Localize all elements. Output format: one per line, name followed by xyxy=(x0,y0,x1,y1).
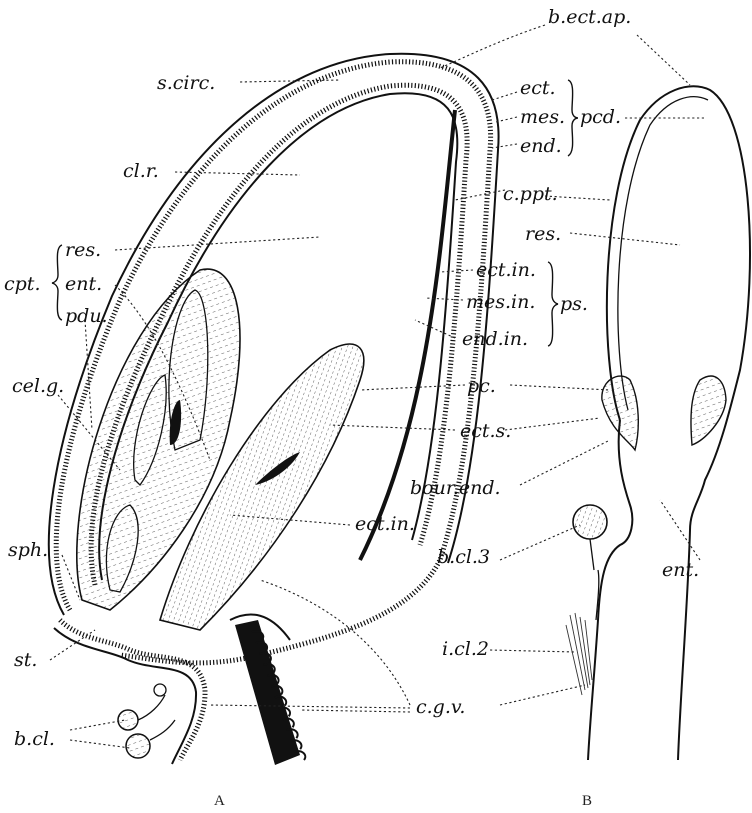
brace-ps xyxy=(548,262,558,346)
label-end: end. xyxy=(520,135,562,157)
label-ect: ect. xyxy=(520,77,556,99)
label-st: st. xyxy=(14,649,37,671)
label-ect-in-2: ect.in. xyxy=(355,513,415,535)
lobe-b-right xyxy=(691,376,726,445)
label-mes: mes. xyxy=(520,106,565,128)
label-res-b: res. xyxy=(525,223,561,245)
panel-label-a: A xyxy=(214,793,225,809)
label-ent-b: ent. xyxy=(662,559,699,581)
comb-structure xyxy=(230,615,300,765)
oval-b-inner xyxy=(618,97,708,410)
label-c-ppt: c.ppt. xyxy=(503,183,558,205)
label-s-circ: s.circ. xyxy=(157,72,215,94)
panel-label-b: B xyxy=(582,793,592,809)
bud-3 xyxy=(154,684,166,696)
label-ect-in: ect.in. xyxy=(476,259,536,281)
label-i-cl-2: i.cl.2 xyxy=(442,638,489,660)
oval-b-left xyxy=(588,420,632,760)
label-cpt: cpt. xyxy=(4,273,40,295)
bud-2 xyxy=(126,734,150,758)
label-end-in: end.in. xyxy=(462,328,528,350)
bud-1 xyxy=(118,710,138,730)
label-b-cl: b.cl. xyxy=(14,728,55,750)
label-cel-g: cel.g. xyxy=(12,375,64,397)
brace-pcd xyxy=(568,80,578,156)
label-sph: sph. xyxy=(8,539,48,561)
bud-b-cl3 xyxy=(573,505,607,539)
label-b-cl-3: b.cl.3 xyxy=(437,546,490,568)
bristle-tuft xyxy=(566,613,592,695)
label-pcd: pcd. xyxy=(580,106,621,128)
label-pdu: pdu. xyxy=(65,305,108,327)
label-mes-in: mes.in. xyxy=(466,291,535,313)
label-ps: ps. xyxy=(560,293,588,315)
label-ect-s: ect.s. xyxy=(460,420,511,442)
bud-stalk xyxy=(138,695,175,740)
label-b-ect-ap: b.ect.ap. xyxy=(548,6,631,28)
brace-cpt xyxy=(52,245,62,320)
bud-b-stalk xyxy=(590,539,599,620)
drawing-a xyxy=(49,54,499,765)
lobe-b-left xyxy=(602,376,638,450)
label-cl-r: cl.r. xyxy=(123,160,159,182)
drawing-b xyxy=(566,86,750,760)
label-res-a: res. xyxy=(65,239,101,261)
label-ent-a: ent. xyxy=(65,273,102,295)
label-bour-end: bour.end. xyxy=(410,477,501,499)
label-c-g-v: c.g.v. xyxy=(416,696,465,718)
label-pc: pc. xyxy=(467,375,496,397)
